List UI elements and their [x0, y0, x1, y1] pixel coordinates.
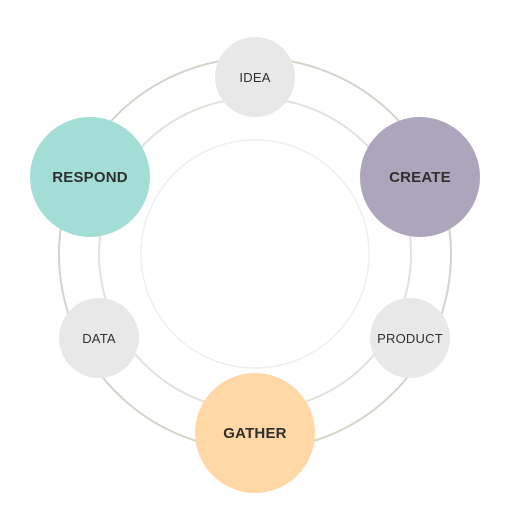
inner-ring — [140, 139, 370, 369]
node-idea-label: IDEA — [239, 69, 271, 85]
middle-ring — [98, 97, 412, 411]
node-gather: GATHER — [195, 373, 315, 493]
node-respond-label: RESPOND — [52, 168, 128, 186]
node-respond: RESPOND — [30, 117, 150, 237]
node-product: PRODUCT — [370, 298, 450, 378]
node-create: CREATE — [360, 117, 480, 237]
node-create-label: CREATE — [389, 168, 451, 186]
node-gather-label: GATHER — [223, 424, 287, 442]
node-idea: IDEA — [215, 37, 295, 117]
node-data-label: DATA — [82, 330, 116, 346]
node-product-label: PRODUCT — [377, 330, 443, 346]
node-data: DATA — [59, 298, 139, 378]
